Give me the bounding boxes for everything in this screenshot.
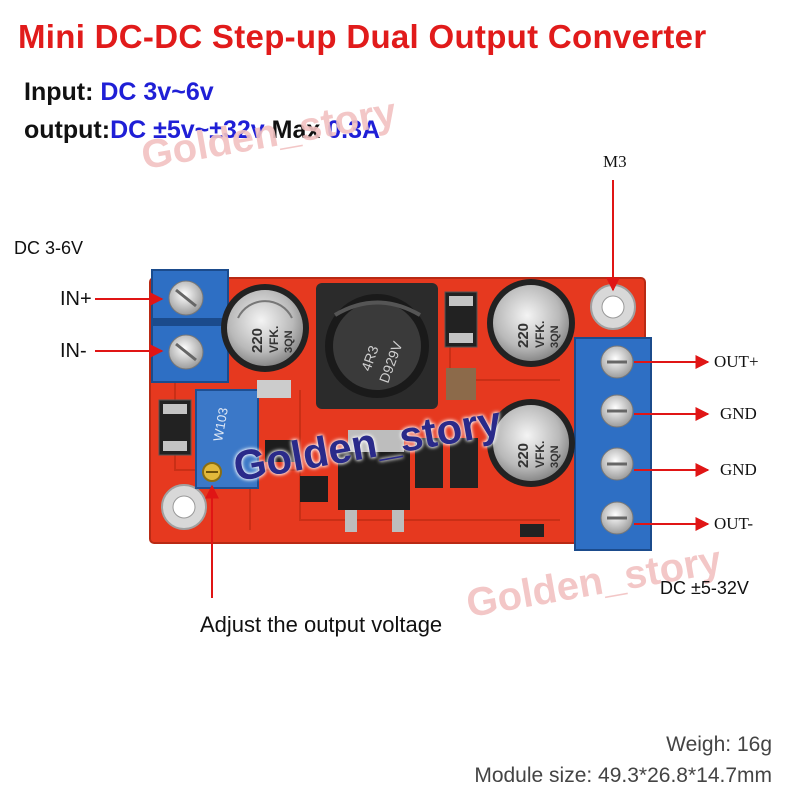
label-gnd-2: GND: [720, 460, 757, 479]
potentiometer-mark: W103: [210, 406, 231, 442]
label-gnd-1: GND: [720, 404, 757, 423]
output-spec: output:DC ±5v~±32v Max 0.3A: [24, 116, 380, 145]
capacitor-output-bottom: [487, 399, 575, 487]
label-in-plus: IN+: [60, 288, 92, 310]
cap-input-mark-2: VFK.: [267, 326, 281, 353]
label-out-plus: OUT+: [714, 352, 759, 371]
module-size-spec: Module size: 49.3*26.8*14.7mm: [474, 764, 772, 787]
input-terminal-block: [151, 269, 229, 383]
capacitor-output-top: [487, 279, 575, 367]
label-in-minus: IN-: [60, 340, 87, 362]
weight-spec: Weigh: 16g: [666, 733, 772, 756]
input-spec-label: Input:: [24, 78, 94, 106]
mounting-hole-bottom: [161, 484, 207, 530]
label-adjust-voltage: Adjust the output voltage: [200, 612, 443, 637]
label-out-minus: OUT-: [714, 514, 754, 533]
output-spec-max-value: 0.3A: [327, 116, 381, 144]
smd-components: [158, 291, 544, 537]
output-terminal-block: [574, 337, 652, 551]
cap-out-bottom-mark-3: 3QN: [549, 445, 561, 468]
output-spec-max-label: Max: [271, 116, 321, 144]
input-spec-value: DC 3v~6v: [100, 78, 214, 106]
label-dc-out: DC ±5-32V: [660, 578, 749, 598]
label-dc-in: DC 3-6V: [14, 238, 84, 258]
cap-out-top-mark-1: 220: [515, 323, 532, 348]
input-spec: Input: DC 3v~6v: [24, 78, 214, 107]
mounting-hole-top: [590, 284, 636, 330]
cap-out-top-mark-3: 3QN: [549, 325, 561, 348]
cap-input-mark-1: 220: [249, 328, 266, 353]
output-spec-label: output:: [24, 116, 111, 144]
cap-out-bottom-mark-1: 220: [515, 443, 532, 468]
cap-out-bottom-mark-2: VFK.: [533, 441, 547, 468]
potentiometer: [195, 389, 259, 489]
inductor: [316, 283, 438, 409]
capacitor-input: [221, 284, 309, 372]
cap-out-top-mark-2: VFK.: [533, 321, 547, 348]
output-spec-value: DC ±5v~±32v: [110, 116, 265, 144]
label-m3: M3: [603, 152, 627, 171]
cap-input-mark-3: 3QN: [283, 330, 295, 353]
page-title: Mini DC-DC Step-up Dual Output Converter: [18, 18, 707, 55]
